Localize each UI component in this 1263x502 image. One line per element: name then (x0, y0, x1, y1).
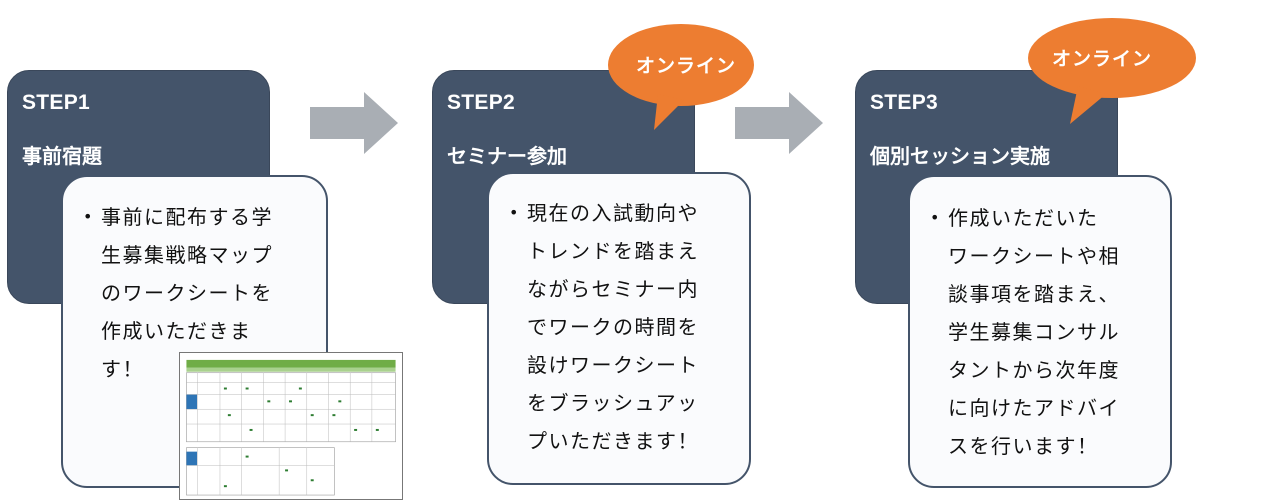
step1-title: 事前宿題 (22, 144, 102, 168)
step1-label: STEP1 (22, 91, 91, 114)
step2-online-label: オンライン (636, 55, 737, 77)
step2-desc-line: 設けワークシート (527, 353, 699, 377)
step2-desc-line: プいただきます！ (527, 429, 699, 453)
step3-desc-line: 作成いただいた (948, 206, 1099, 230)
step3-online-badge (1028, 18, 1196, 124)
step3-description-box: • 作成いただいた ワークシートや相 談事項を踏まえ、 学生募集コンサル タント… (908, 175, 1172, 488)
step1-desc-line: 生募集戦略マップ (101, 243, 273, 267)
step1-description: • 事前に配布する学 生募集戦略マップ のワークシートを 作成いただきま す！ (83, 198, 321, 388)
step3-desc-line: ワークシートや相 (948, 244, 1120, 268)
step3-description: • 作成いただいた ワークシートや相 談事項を踏まえ、 学生募集コンサル タント… (930, 199, 1168, 465)
step2-desc-line: をブラッシュアッ (527, 391, 699, 415)
step1-desc-line: 作成いただきま (101, 319, 252, 343)
step2-description-box: • 現在の入試動向や トレンドを踏まえ ながらセミナー内 でワークの時間を 設け… (487, 172, 751, 485)
step2-desc-line: 現在の入試動向や (527, 201, 699, 225)
step3-desc-line: に向けたアドバイ (948, 396, 1120, 420)
step3-label: STEP3 (870, 91, 939, 114)
step3-desc-line: スを行います！ (948, 434, 1099, 458)
step2-desc-line: ながらセミナー内 (527, 277, 699, 301)
step3-title: 個別セッション実施 (870, 144, 1050, 168)
step3-desc-line: 学生募集コンサル (948, 320, 1120, 344)
worksheet-thumbnail (179, 352, 403, 500)
step3-desc-line: 談事項を踏まえ、 (948, 282, 1120, 306)
step1-desc-line: 事前に配布する学 (101, 205, 273, 229)
step1-desc-line: す！ (101, 357, 144, 381)
step2-title: セミナー参加 (447, 144, 567, 168)
step2-online-badge (608, 24, 754, 130)
arrow-right-icon (310, 92, 398, 154)
bullet-icon: • (930, 208, 941, 227)
bullet-icon: • (83, 207, 94, 226)
step1-desc-line: のワークシートを (101, 281, 273, 305)
step2-desc-line: トレンドを踏まえ (527, 239, 699, 263)
arrow-right-icon (735, 92, 823, 154)
step2-desc-line: でワークの時間を (527, 315, 699, 339)
step2-description: • 現在の入試動向や トレンドを踏まえ ながらセミナー内 でワークの時間を 設け… (509, 194, 747, 460)
step3-desc-line: タントから次年度 (948, 358, 1120, 382)
step2-label: STEP2 (447, 91, 516, 114)
step3-online-label: オンライン (1052, 48, 1153, 70)
bullet-icon: • (509, 203, 520, 222)
